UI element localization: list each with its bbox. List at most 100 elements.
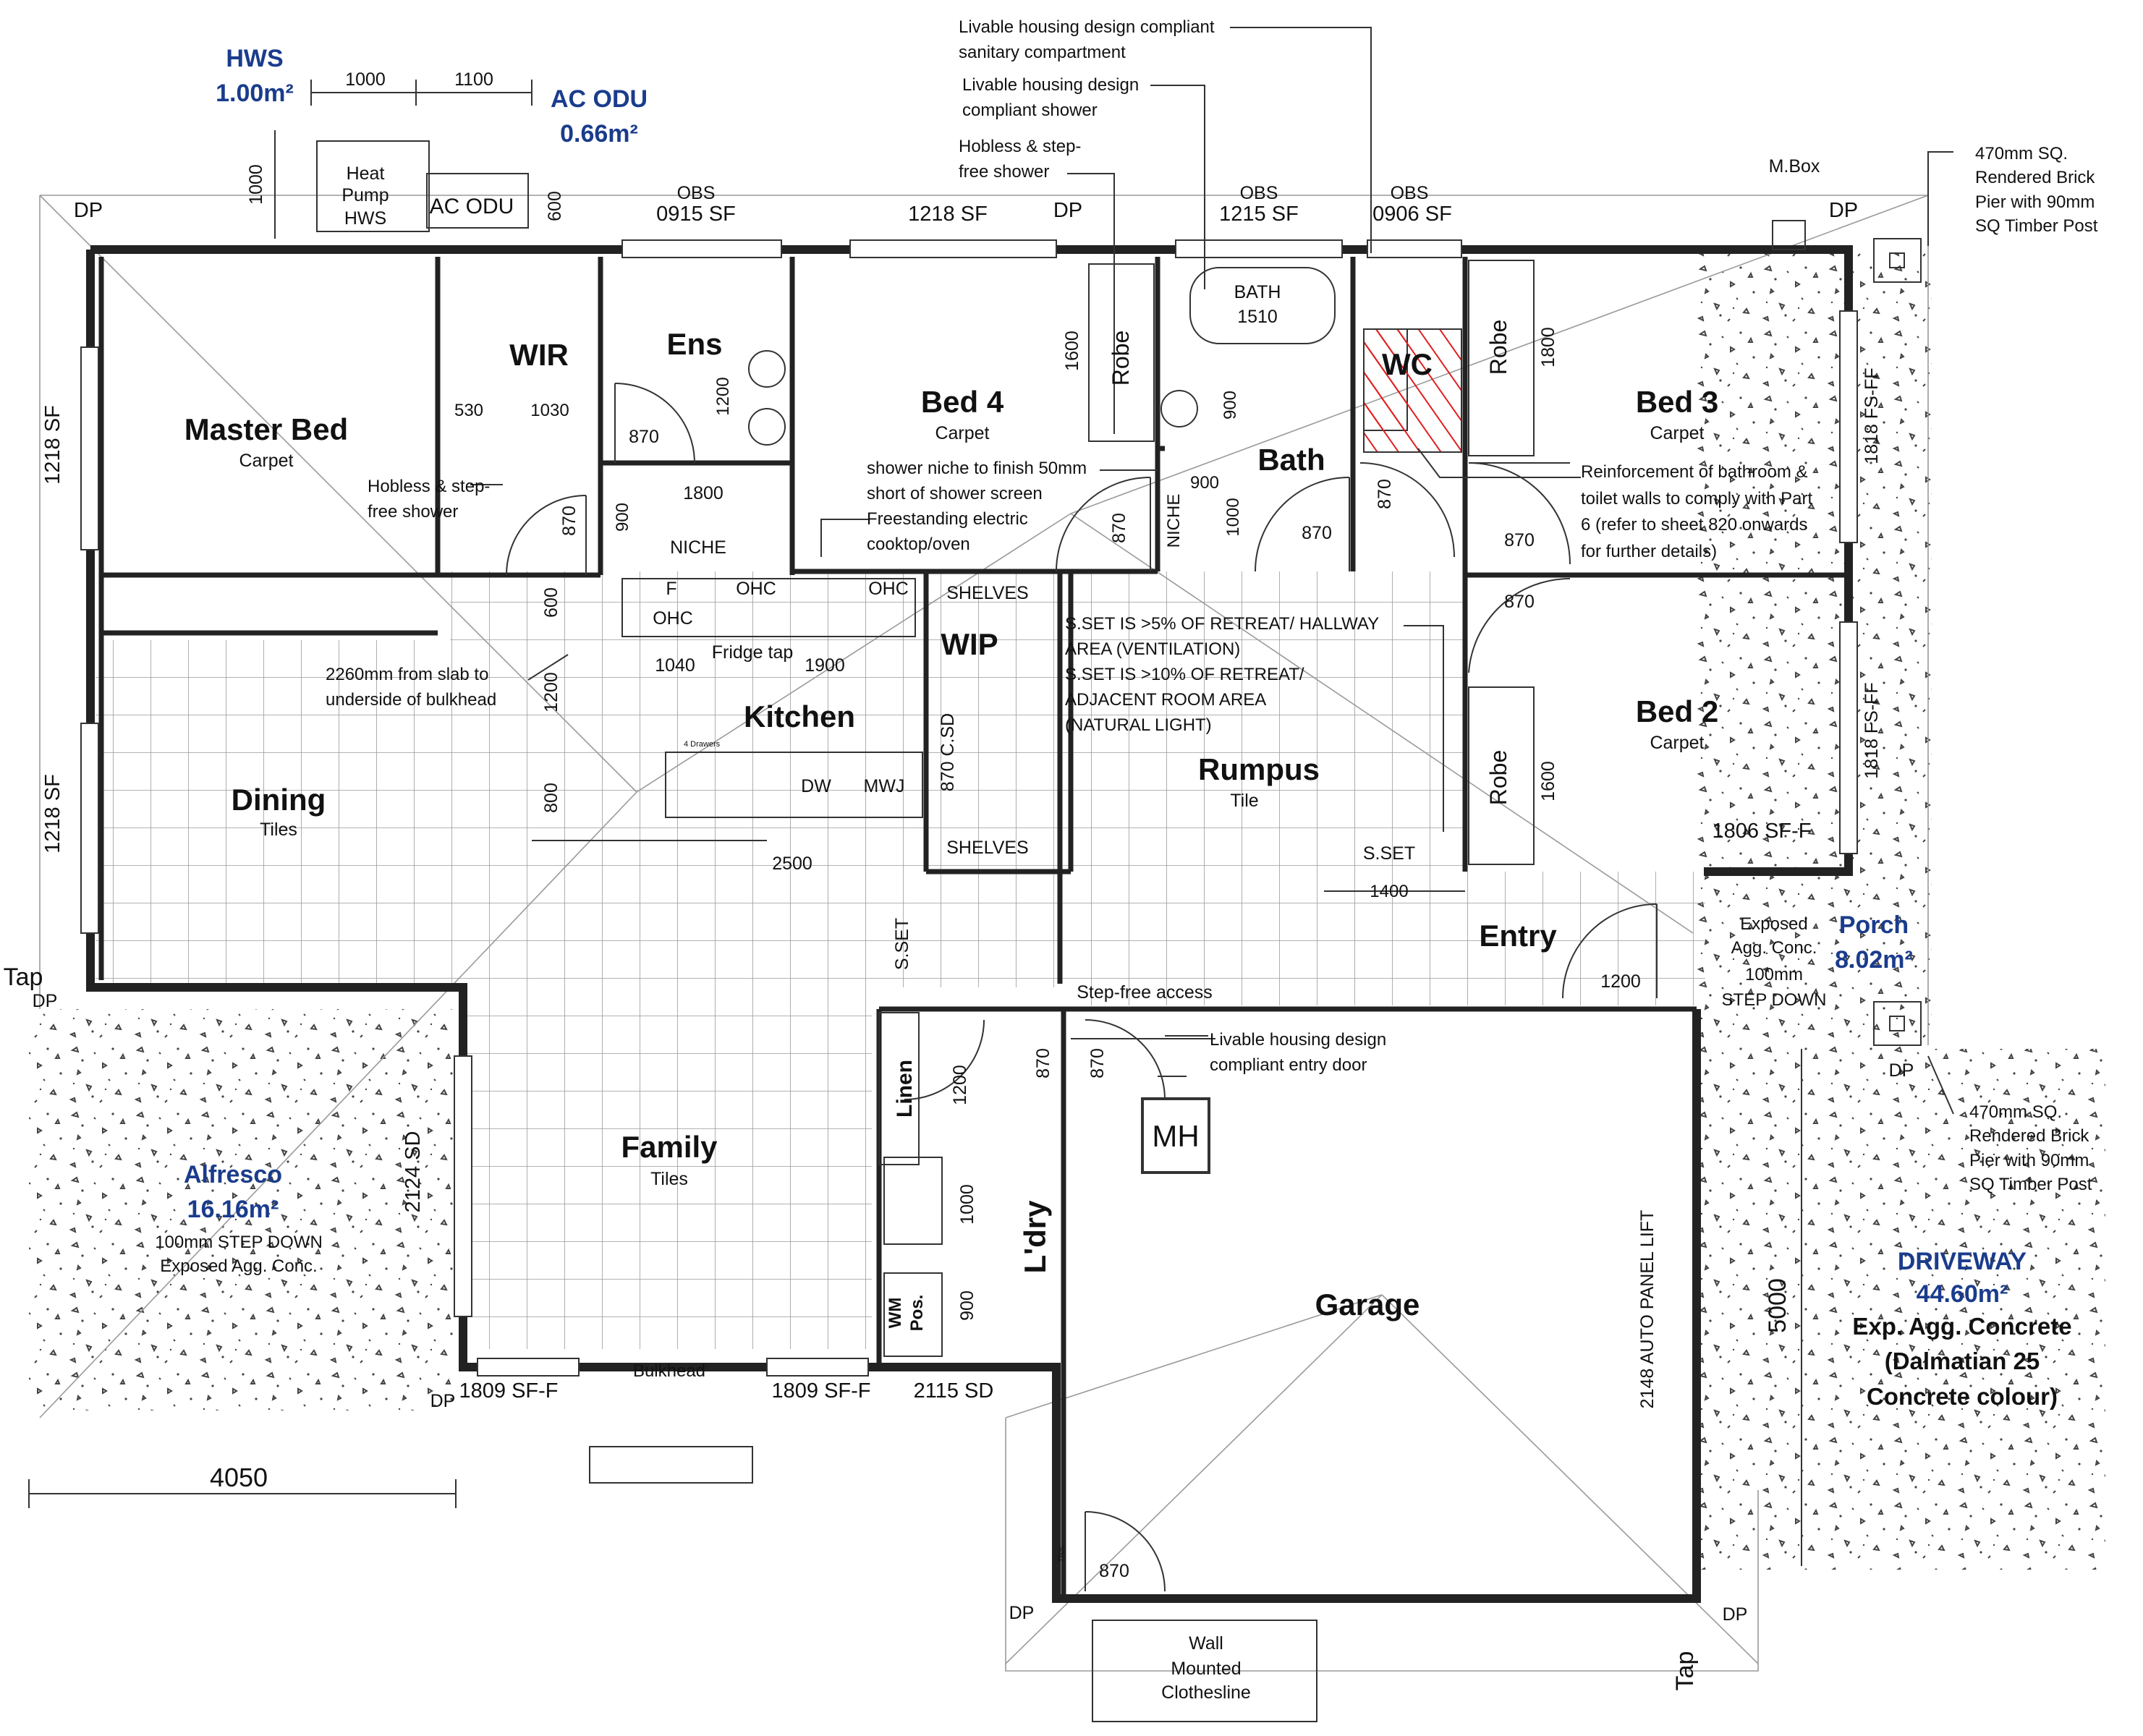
dp-4: DP [33, 991, 58, 1011]
window-b3: 2115 SD [914, 1379, 994, 1403]
note-pier-top-4: SQ Timber Post [1975, 216, 2098, 236]
dim-530: 530 [454, 401, 483, 420]
hws-label: HWS [226, 45, 283, 72]
note-entry-door-1: Livable housing design [1210, 1030, 1386, 1050]
window-1218-top: 1218 SF [908, 203, 988, 226]
dp-5: DP [430, 1391, 456, 1411]
dp-8: DP [1723, 1604, 1748, 1625]
mh-label: MH [1152, 1119, 1199, 1153]
room-linen: Linen [893, 1060, 917, 1118]
driveway-label: DRIVEWAY [1898, 1248, 2027, 1275]
porch-note-2: Agg. Conc. [1731, 938, 1817, 958]
floor-rumpus: Tile [1230, 791, 1258, 811]
room-kitchen: Kitchen [744, 699, 855, 733]
clothesline-3: Clothesline [1161, 1682, 1251, 1703]
porch-slab [1693, 253, 1932, 1049]
dp-1: DP [74, 199, 103, 222]
room-ldry: L'dry [1018, 1200, 1052, 1274]
room-bath: Bath [1257, 443, 1325, 477]
dim-1000a: 1000 [345, 69, 386, 90]
robe-1: Robe [1108, 331, 1134, 386]
dim-4050: 4050 [210, 1463, 268, 1492]
clothesline-2: Mounted [1171, 1659, 1241, 1679]
heat-pump-2: Pump [341, 185, 389, 205]
dim-870h: 870 [1033, 1048, 1053, 1078]
floor-bed2: Carpet [1650, 733, 1704, 753]
dim-870g: 870 [1504, 592, 1535, 612]
ac-odu-label: AC ODU [551, 85, 648, 113]
note-reinforce-1: Reinforcement of bathroom & [1581, 462, 1808, 482]
mbox-label: M.Box [1769, 156, 1820, 176]
note-shower-2: compliant shower [962, 101, 1098, 120]
porch-note-1: Exposed [1740, 914, 1807, 934]
ac-odu-area: 0.66m² [560, 120, 638, 148]
floor-dining: Tiles [260, 820, 297, 840]
dim-1800b: 1800 [1538, 327, 1558, 367]
misc-labels: DP DP DP DP DP DP DP DP Tap Tap Fridge t… [4, 199, 1914, 1690]
note-sanitary-1: Livable housing design compliant [959, 17, 1215, 37]
note-shower-1: Livable housing design [962, 75, 1139, 95]
heat-pump-3: HWS [344, 208, 386, 229]
room-rumpus: Rumpus [1198, 752, 1320, 786]
dim-1600b: 1600 [1538, 761, 1558, 801]
porch-area: 8.02m² [1835, 946, 1913, 974]
ac-odu-box: AC ODU [430, 195, 514, 218]
note-hobless-top-1: Hobless & step- [959, 137, 1081, 156]
shelves-2: SHELVES [946, 838, 1028, 858]
note-niche-2: short of shower screen [867, 484, 1043, 503]
dim-870b: 870 [559, 506, 580, 536]
note-bulkhead-1: 2260mm from slab to [326, 665, 488, 684]
heat-pump-1: Heat [347, 163, 385, 184]
dim-1200b: 1200 [541, 672, 561, 712]
floor-bed3: Carpet [1650, 423, 1704, 443]
notes: Livable housing design compliant sanitar… [326, 17, 2098, 1194]
window-b2: 1809 SF-F [772, 1379, 871, 1403]
dim-2500: 2500 [772, 854, 812, 874]
window-obs2-top: OBS [1240, 183, 1278, 203]
dim-1030: 1030 [530, 401, 569, 420]
dim-1000c: 1000 [1223, 498, 1243, 536]
window-b1: 1809 SF-F [459, 1379, 559, 1403]
robe-2: Robe [1485, 320, 1511, 375]
ohc-2: OHC [653, 608, 693, 629]
window-left-2: 1218 SF [41, 774, 64, 854]
driveway-l1: Exp. Agg. Concrete [1852, 1313, 2071, 1340]
note-hobless-top-2: free shower [959, 162, 1049, 182]
dim-600b: 600 [541, 587, 561, 618]
dim-870csd: 870 C.SD [938, 713, 958, 791]
bulkhead-label: Bulkhead [633, 1361, 705, 1381]
ldry-tiny: Tiles [1057, 1546, 1066, 1562]
dim-870f: 870 [1504, 530, 1535, 550]
fridge-f: F [666, 579, 676, 599]
niche-v-label: NICHE [1164, 494, 1184, 548]
step-free-access: Step-free access [1077, 982, 1213, 1003]
floor-master-bed: Carpet [239, 451, 293, 471]
note-cooktop-1: Freestanding electric [867, 509, 1028, 529]
note-sset-5: (NATURAL LIGHT) [1065, 715, 1212, 735]
fridge-tap: Fridge tap [712, 642, 794, 663]
dim-1200c: 1200 [1600, 971, 1641, 992]
ohc-1: OHC [736, 579, 776, 599]
dim-1800: 1800 [683, 483, 723, 503]
note-reinforce-4: for further details) [1581, 542, 1717, 561]
note-pier-top-3: Pier with 90mm [1975, 192, 2095, 212]
dp-3: DP [1829, 199, 1858, 222]
room-bed4: Bed 4 [921, 385, 1004, 419]
window-right-2: 1818 FS-FF [1862, 682, 1882, 778]
note-reinforce-3: 6 (refer to sheet 820 onwards [1581, 515, 1808, 535]
tile-grid [96, 571, 1705, 1349]
room-ens: Ens [666, 327, 722, 361]
dim-870c: 870 [1109, 513, 1129, 543]
room-wc: WC [1382, 347, 1433, 381]
note-cooktop-2: cooktop/oven [867, 535, 970, 554]
dim-1400: 1400 [1370, 882, 1408, 901]
wm-1: WM [886, 1298, 905, 1329]
niche-label: NICHE [670, 537, 726, 558]
wm-2: Pos. [907, 1295, 927, 1332]
porch-label: Porch [1839, 911, 1909, 939]
tap-1: Tap [4, 963, 43, 991]
note-pier-bot-1: 470mm SQ. [1969, 1102, 2062, 1122]
window-obs1: 0915 SF [656, 203, 736, 226]
dp-6: DP [1889, 1060, 1914, 1081]
dim-870a: 870 [629, 427, 659, 447]
